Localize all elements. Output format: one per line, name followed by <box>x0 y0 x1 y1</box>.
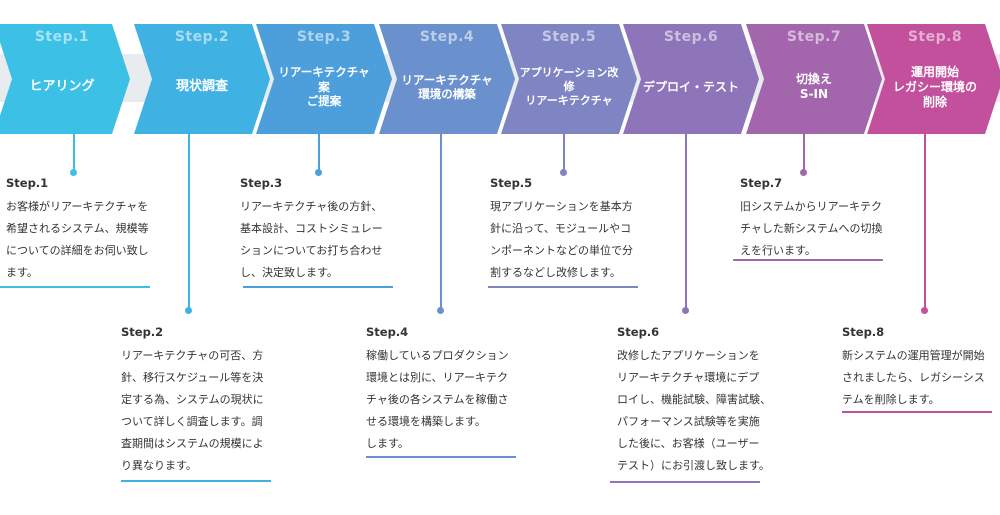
step-5-description-text: 現アプリケーションを基本方 針に沿って、モジュールやコ ンポーネントなどの単位で… <box>490 200 633 279</box>
step-6-underline <box>610 481 760 483</box>
step-4-title: リアーキテクチャ 環境の構築 <box>401 72 493 101</box>
step-8-arrow: Step.8 運用開始 レガシー環境の 削除 <box>867 24 1000 134</box>
step-8-dot <box>921 307 928 314</box>
step-6-description-title: Step.6 <box>617 325 660 339</box>
step-1-description: Step.1 お客様がリアーキテクチャを 希望されるシステム、規模等 についての詳… <box>6 176 164 284</box>
step-1-dot <box>70 169 77 176</box>
step-3-description-text: リアーキテクチャ後の方針、 基本設計、コストシミュレー ションについてお打ち合わ… <box>240 200 383 279</box>
step-5-number: Step.5 <box>541 29 597 45</box>
step-7-number: Step.7 <box>786 29 842 45</box>
step-2-description: Step.2 リアーキテクチャの可否、方 針、移行スケジュール等を決 定する為、シ… <box>121 325 279 477</box>
step-4-description: Step.4 稼働しているプロダクション 環境とは別に、リアーキテク チャ後の各シ… <box>366 325 524 455</box>
step-2-description-text: リアーキテクチャの可否、方 針、移行スケジュール等を決 定する為、システムの現状… <box>121 349 264 472</box>
step-1-description-title: Step.1 <box>6 176 49 190</box>
step-4-description-title: Step.4 <box>366 325 409 339</box>
step-4-underline <box>366 456 516 458</box>
step-1-arrow: Step.1 ヒアリング <box>0 24 130 134</box>
step-3-description: Step.3 リアーキテクチャ後の方針、 基本設計、コストシミュレー ションについ… <box>240 176 398 284</box>
step-2-number: Step.2 <box>174 29 230 45</box>
step-6-description-text: 改修したアプリケーションを リアーキテクチャ環境にデプ ロイし、機能試験、障害試… <box>617 349 771 472</box>
step-8-underline <box>842 411 992 413</box>
step-5-title: アプリケーション改修 リアーキテクチャ <box>519 66 619 107</box>
step-2-description-title: Step.2 <box>121 325 164 339</box>
step-8-description: Step.8 新システムの運用管理が開始 されましたら、レガシーシス テムを削除し… <box>842 325 1000 411</box>
step-8-description-text: 新システムの運用管理が開始 されましたら、レガシーシス テムを削除します。 <box>842 349 985 406</box>
step-8-connector <box>924 134 926 310</box>
step-2-title: 現状調査 <box>175 78 228 94</box>
step-4-arrow: Step.4 リアーキテクチャ 環境の構築 <box>379 24 515 134</box>
step-6-dot <box>682 307 689 314</box>
step-1-title: ヒアリング <box>29 78 95 94</box>
step-5-underline <box>488 286 638 288</box>
step-8-number: Step.8 <box>907 29 963 45</box>
step-7-arrow: Step.7 切換え S-IN <box>746 24 882 134</box>
step-6-number: Step.6 <box>663 29 719 45</box>
step-7-description-title: Step.7 <box>740 176 783 190</box>
step-2-connector <box>188 134 190 310</box>
step-4-connector <box>440 134 442 310</box>
step-7-title: 切換え S-IN <box>795 72 832 101</box>
step-4-number: Step.4 <box>419 29 475 45</box>
step-2-arrow: Step.2 現状調査 <box>134 24 270 134</box>
step-3-dot <box>315 169 322 176</box>
step-2-dot <box>185 307 192 314</box>
step-7-connector <box>803 134 805 172</box>
step-3-description-title: Step.3 <box>240 176 283 190</box>
step-6-arrow: Step.6 デプロイ・テスト <box>623 24 759 134</box>
step-4-dot <box>437 307 444 314</box>
step-1-description-text: お客様がリアーキテクチャを 希望されるシステム、規模等 についての詳細をお伺い致… <box>6 200 149 279</box>
step-6-title: デプロイ・テスト <box>642 79 739 94</box>
step-7-description-text: 旧システムからリアーキテク チャした新システムへの切換 えを行います。 <box>740 200 883 257</box>
step-7-dot <box>800 169 807 176</box>
step-6-description: Step.6 改修したアプリケーションを リアーキテクチャ環境にデプ ロイし、機能… <box>617 325 775 477</box>
step-3-title: リアーキテクチャ案 ご提案 <box>278 65 370 109</box>
step-8-description-title: Step.8 <box>842 325 885 339</box>
step-3-number: Step.3 <box>296 29 352 45</box>
step-1-underline <box>0 286 150 288</box>
step-1-connector <box>73 134 75 172</box>
step-5-description-title: Step.5 <box>490 176 533 190</box>
step-1-number: Step.1 <box>34 29 90 45</box>
step-5-arrow: Step.5 アプリケーション改修 リアーキテクチャ <box>501 24 637 134</box>
step-5-description: Step.5 現アプリケーションを基本方 針に沿って、モジュールやコ ンポーネント… <box>490 176 648 284</box>
step-3-connector <box>318 134 320 172</box>
step-7-underline <box>733 259 883 261</box>
step-7-description: Step.7 旧システムからリアーキテク チャした新システムへの切換 えを行います… <box>740 176 898 262</box>
step-2-underline <box>121 480 271 482</box>
step-6-connector <box>685 134 687 310</box>
step-3-arrow: Step.3 リアーキテクチャ案 ご提案 <box>256 24 392 134</box>
step-8-title: 運用開始 レガシー環境の 削除 <box>892 64 977 109</box>
step-3-underline <box>243 286 393 288</box>
step-5-connector <box>563 134 565 172</box>
step-4-description-text: 稼働しているプロダクション 環境とは別に、リアーキテク チャ後の各システムを稼働… <box>366 349 509 450</box>
step-5-dot <box>560 169 567 176</box>
